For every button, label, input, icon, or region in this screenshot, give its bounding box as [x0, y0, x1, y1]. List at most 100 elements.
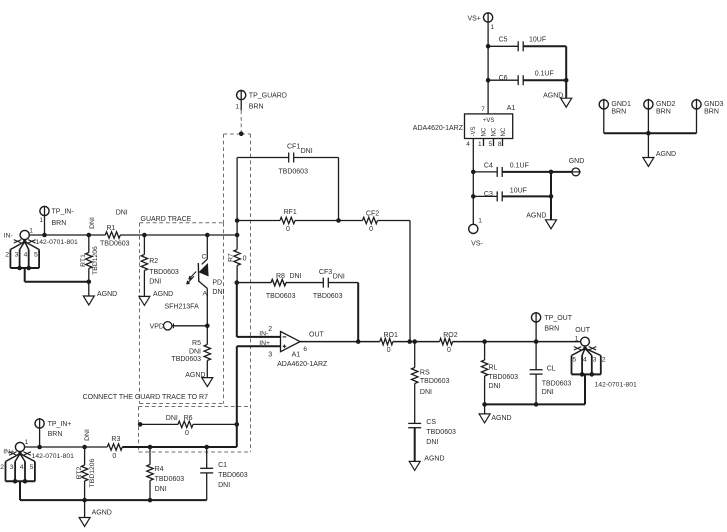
svg-text:C3: C3 [484, 191, 493, 198]
svg-text:IN-: IN- [259, 330, 268, 337]
svg-text:1: 1 [478, 217, 482, 224]
svg-text:CL: CL [547, 366, 556, 373]
svg-text:IN-: IN- [4, 232, 13, 239]
svg-text:1: 1 [29, 228, 33, 235]
svg-text:0: 0 [387, 347, 391, 354]
svg-text:TBD0603: TBD0603 [278, 169, 308, 176]
svg-text:GND1: GND1 [611, 101, 631, 108]
svg-text:BRN: BRN [656, 109, 671, 116]
svg-text:+VS: +VS [483, 118, 495, 124]
svg-text:3: 3 [268, 351, 272, 358]
svg-text:4: 4 [24, 252, 28, 259]
svg-text:0.1UF: 0.1UF [510, 162, 529, 169]
svg-text:TBD0603: TBD0603 [100, 241, 130, 248]
svg-text:NC: NC [482, 127, 488, 136]
svg-text:IN+: IN+ [259, 340, 270, 347]
svg-text:2: 2 [0, 464, 4, 471]
svg-text:TP_IN+: TP_IN+ [48, 421, 72, 428]
svg-text:R3: R3 [111, 436, 120, 443]
svg-text:CF3: CF3 [319, 269, 332, 276]
svg-text:RO2: RO2 [443, 332, 458, 339]
svg-text:IN+: IN+ [3, 448, 14, 455]
svg-text:1: 1 [478, 141, 482, 148]
svg-text:TBD0603: TBD0603 [218, 472, 248, 479]
svg-text:TBD0603: TBD0603 [171, 356, 201, 363]
svg-text:VS+: VS+ [467, 15, 480, 22]
svg-text:BRN: BRN [48, 431, 63, 438]
svg-text:CF2: CF2 [366, 210, 379, 217]
svg-text:CONNECT THE GUARD TRACE TO R7: CONNECT THE GUARD TRACE TO R7 [83, 394, 208, 401]
svg-text:DNI: DNI [426, 439, 438, 446]
svg-text:DNI: DNI [84, 429, 91, 441]
svg-text:5: 5 [34, 252, 38, 259]
svg-text:GND: GND [569, 158, 585, 165]
svg-text:0: 0 [243, 255, 247, 262]
svg-text:4: 4 [20, 464, 24, 471]
svg-text:BRN: BRN [704, 109, 719, 116]
svg-text:GND3: GND3 [704, 101, 724, 108]
svg-text:DNI: DNI [212, 289, 224, 296]
svg-text:VPD: VPD [150, 323, 164, 330]
svg-text:3: 3 [15, 252, 19, 259]
svg-text:3: 3 [10, 464, 14, 471]
svg-text:RT2: RT2 [76, 466, 83, 479]
svg-text:TP_IN-: TP_IN- [52, 209, 75, 216]
svg-text:AGND: AGND [97, 291, 117, 298]
svg-text:GUARD TRACE: GUARD TRACE [141, 216, 192, 223]
svg-text:TBD0603: TBD0603 [313, 293, 343, 300]
svg-text:BRN: BRN [52, 220, 67, 227]
svg-text:-VS: -VS [471, 126, 477, 136]
svg-text:AGND: AGND [543, 93, 563, 100]
svg-text:RT1: RT1 [80, 254, 87, 267]
svg-text:0.1UF: 0.1UF [535, 70, 554, 77]
svg-text:AGND: AGND [491, 415, 511, 422]
svg-text:AGND: AGND [656, 151, 676, 158]
svg-text:TP_OUT: TP_OUT [544, 315, 572, 322]
svg-text:GND2: GND2 [656, 101, 676, 108]
svg-text:CF1: CF1 [287, 143, 300, 150]
svg-text:DNI: DNI [301, 148, 313, 155]
svg-text:A: A [203, 290, 208, 297]
svg-text:0: 0 [369, 226, 373, 233]
svg-text:DNI: DNI [166, 415, 178, 422]
svg-text:3: 3 [593, 357, 597, 364]
svg-text:TBD1206: TBD1206 [92, 246, 99, 275]
svg-text:BRN: BRN [611, 109, 626, 116]
svg-text:BRN: BRN [249, 103, 264, 110]
svg-text:NC: NC [491, 127, 497, 136]
svg-text:1: 1 [25, 439, 29, 446]
svg-text:0: 0 [447, 347, 451, 354]
svg-text:A1: A1 [292, 352, 301, 359]
svg-text:6: 6 [303, 346, 307, 353]
svg-text:DNI: DNI [218, 482, 230, 489]
svg-text:BRN: BRN [544, 326, 559, 333]
svg-text:DNI: DNI [116, 209, 128, 216]
svg-text:RO1: RO1 [384, 332, 399, 339]
svg-text:7: 7 [481, 106, 485, 113]
svg-text:2: 2 [268, 326, 272, 333]
svg-text:C6: C6 [499, 75, 508, 82]
svg-text:4: 4 [466, 141, 470, 148]
svg-text:R1: R1 [107, 225, 116, 232]
svg-text:AGND: AGND [424, 455, 444, 462]
svg-text:R2: R2 [149, 258, 158, 265]
svg-text:DNI: DNI [189, 348, 201, 355]
svg-text:A1: A1 [507, 105, 516, 112]
svg-text:AGND: AGND [92, 509, 112, 516]
svg-text:C4: C4 [484, 162, 493, 169]
svg-text:5: 5 [488, 141, 492, 148]
svg-text:R8: R8 [276, 273, 285, 280]
svg-text:1: 1 [39, 217, 43, 224]
svg-text:8: 8 [498, 141, 502, 148]
svg-text:0: 0 [286, 226, 290, 233]
svg-text:PD: PD [212, 279, 222, 286]
svg-text:142-0701-801: 142-0701-801 [32, 453, 75, 460]
svg-text:AGND: AGND [526, 213, 546, 220]
svg-text:1: 1 [235, 103, 239, 110]
svg-text:TP_GUARD: TP_GUARD [249, 93, 287, 100]
svg-text:DNI: DNI [155, 486, 167, 493]
svg-text:NC: NC [501, 127, 507, 136]
svg-text:DNI: DNI [420, 389, 432, 396]
svg-text:TBD0603: TBD0603 [266, 293, 296, 300]
svg-text:TBD0603: TBD0603 [149, 269, 179, 276]
